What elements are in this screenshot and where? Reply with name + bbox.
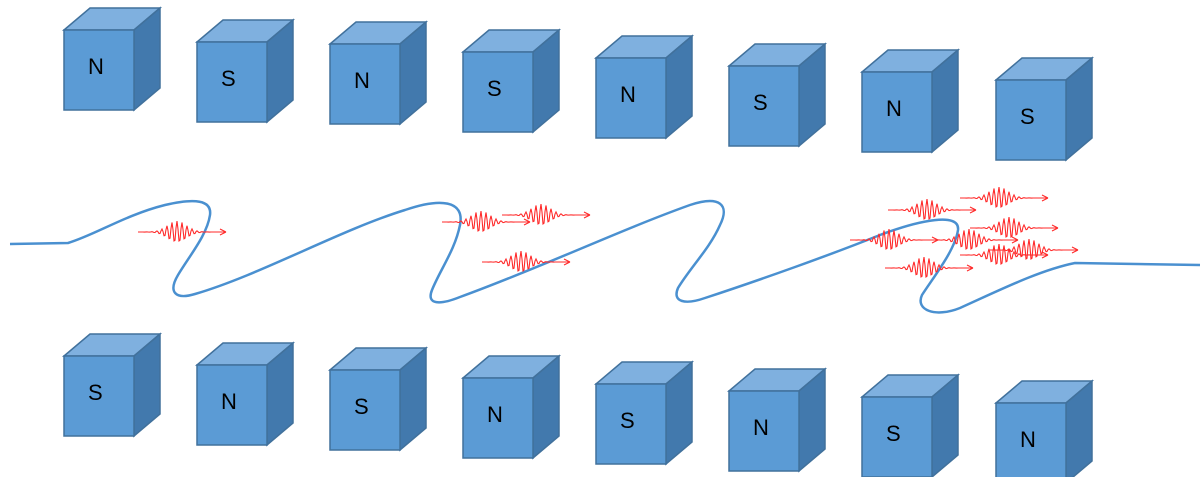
top-magnet-row: N S N S N S N S [61,6,1095,162]
wave-packet-arrow-icon [960,243,1049,265]
top_row-magnet-3: N [327,20,429,126]
magnet-pole-label: S [753,90,768,115]
magnet-front-face [462,377,534,459]
magnet-pole-label: S [620,408,635,433]
magnet-front-face [329,43,401,125]
top_row-magnet-8: S [993,56,1095,162]
magnet-pole-label: S [354,394,369,419]
bottom_row-magnet-4: N [460,354,562,460]
top_row-magnet-4: S [460,28,562,134]
magnet-pole-label: N [354,68,370,93]
magnet-pole-label: S [886,421,901,446]
wave-packet-arrow-icon [442,210,531,232]
top_row-magnet-7: N [859,48,961,154]
magnet-pole-label: N [487,402,503,427]
magnet-pole-label: S [88,380,103,405]
magnet-front-face [63,29,135,111]
magnet-front-face [728,65,800,147]
magnet-front-face [861,71,933,153]
bottom_row-magnet-8: N [993,379,1095,477]
magnet-pole-label: S [1020,104,1035,129]
bottom_row-magnet-5: S [593,360,695,466]
wave-packet-arrow-icon [482,250,571,272]
magnet-front-face [63,355,135,437]
wave-packet-arrow-icon [888,198,977,220]
magnet-pole-label: S [487,76,502,101]
bottom_row-magnet-2: N [194,341,296,447]
electron-path [9,199,1201,314]
top_row-magnet-6: S [726,42,828,148]
magnet-pole-label: N [88,54,104,79]
wave-packet-arrow-icon [885,256,974,278]
top_row-magnet-5: N [593,34,695,140]
wave-packet-arrow-icon [970,216,1059,238]
magnet-front-face [196,364,268,446]
top_row-magnet-1: N [61,6,163,112]
magnet-pole-label: S [221,66,236,91]
magnet-front-face [595,383,667,465]
magnet-front-face [329,369,401,451]
magnet-front-face [462,51,534,133]
bottom_row-magnet-3: S [327,346,429,452]
magnet-front-face [995,402,1067,477]
magnet-pole-label: N [620,82,636,107]
wave-packet-arrow-icon [960,186,1049,208]
wave-packet-arrow-icon [502,203,591,225]
wave-packet-arrow-icon [138,220,227,242]
magnet-pole-label: N [221,389,237,414]
magnet-pole-label: N [886,96,902,121]
bottom-magnet-row: S N S N S N S N [61,332,1095,477]
bottom_row-magnet-1: S [61,332,163,438]
magnet-pole-label: N [753,415,769,440]
magnet-front-face [728,390,800,472]
magnet-front-face [196,41,268,123]
radiation-packets [138,186,1079,278]
top_row-magnet-2: S [194,18,296,124]
wave-packet-arrow-icon [850,228,939,250]
bottom_row-magnet-7: S [859,373,961,477]
magnet-front-face [995,79,1067,161]
magnet-pole-label: N [1020,427,1036,452]
wave-packet-arrow-icon [930,228,1019,250]
electron-trajectory [9,199,1201,314]
magnet-front-face [861,396,933,477]
magnet-front-face [595,57,667,139]
wave-packet-arrow-icon [990,238,1079,260]
bottom_row-magnet-6: N [726,367,828,473]
